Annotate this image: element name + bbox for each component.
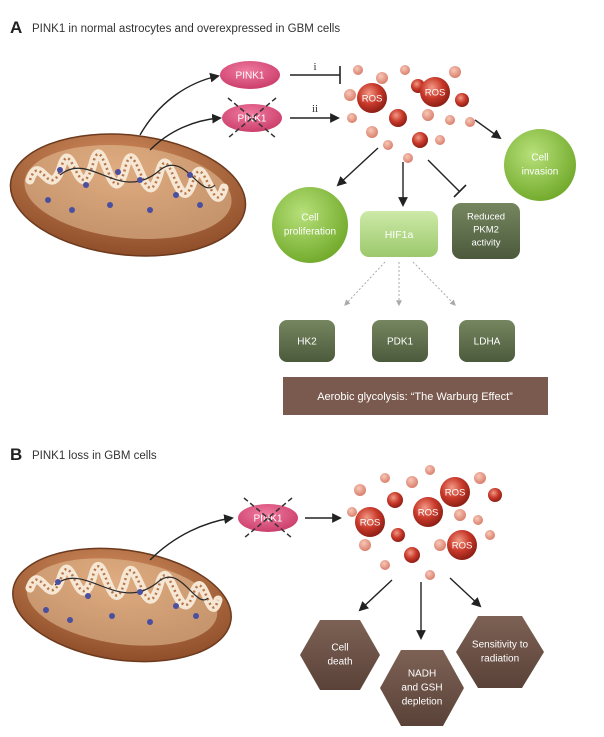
cross-mark-icon-b [243,497,293,539]
cell-proliferation-line-1: Cell [301,213,318,224]
cell-proliferation-line-2: proliferation [284,227,336,238]
ldha-label: LDHA [474,337,501,348]
hk2-label: HK2 [297,337,317,348]
cell-death-line-1: Cell [331,643,348,654]
ros-cluster-a: ROS ROS [344,65,475,163]
ros-label-2: ROS [425,88,446,99]
cell-death-node: Cell death [300,620,380,690]
reduced-pkm2-node: Reduced PKM2 activity [452,203,520,259]
panel-a-title: PINK1 in normal astrocytes and overexpre… [32,23,340,35]
ros-label-b-4: ROS [452,541,473,552]
arrow-mito-to-pink1-crossed [149,113,222,151]
pdk1-node: PDK1 [372,320,428,362]
ros-label-b-3: ROS [418,508,439,519]
panel-b-letter: B [10,445,22,464]
cell-invasion-line-2: invasion [522,167,559,178]
ros-label-1: ROS [362,94,383,105]
radiation-node: Sensitivity to radiation [456,616,544,688]
nadh-gsh-line-1: NADH [408,669,436,680]
hk2-node: HK2 [279,320,335,362]
reduced-pkm2-line-1: Reduced [467,212,505,223]
arrow-to-cell-invasion [474,119,502,140]
pink1-crossed-node-b: PINK1 [238,497,298,539]
pink1-label: PINK1 [236,71,265,82]
ros-cluster-b: ROS ROS ROS ROS [347,465,502,580]
cell-invasion-node: Cell invasion [504,129,576,201]
label-ii: ii [312,103,318,115]
hif1a-label: HIF1a [385,229,414,241]
panel-b-title: PINK1 loss in GBM cells [32,450,157,462]
mitochondrion-b [12,547,232,663]
arrow-to-cell-proliferation [336,147,379,187]
arrow-to-hk2 [344,261,386,306]
cell-death-line-2: death [327,657,352,668]
mitochondrion-a [9,133,247,257]
hif1a-node: HIF1a [360,211,438,257]
cell-proliferation-node: Cell proliferation [272,187,348,263]
arrow-mito-b-to-pink1 [149,514,234,561]
ros-label-b-1: ROS [445,488,466,499]
panel-a-letter: A [10,18,22,37]
nadh-gsh-line-3: depletion [402,697,443,708]
arrow-to-cell-death [358,579,393,612]
label-i: i [313,61,316,73]
warburg-banner-label: Aerobic glycolysis: “The Warburg Effect” [317,391,513,403]
radiation-line-1: Sensitivity to [472,640,529,651]
warburg-banner: Aerobic glycolysis: “The Warburg Effect” [283,377,548,415]
cross-mark-icon [227,97,277,139]
nadh-gsh-line-2: and GSH [401,683,442,694]
pink1-crossed-node: PINK1 [222,97,282,139]
reduced-pkm2-line-2: PKM2 [473,225,499,236]
pdk1-label: PDK1 [387,337,414,348]
arrow-to-radiation [449,577,482,608]
ros-label-b-2: ROS [360,518,381,529]
reduced-pkm2-line-3: activity [471,238,500,249]
nadh-gsh-node: NADH and GSH depletion [380,650,464,726]
cell-invasion-line-1: Cell [531,153,548,164]
radiation-line-2: radiation [481,654,519,665]
arrow-to-ldha [412,261,456,306]
ldha-node: LDHA [459,320,515,362]
arrow-mito-to-pink1 [139,72,220,136]
pink1-node: PINK1 [220,61,280,89]
inhibition-to-pkm2 [427,159,461,193]
